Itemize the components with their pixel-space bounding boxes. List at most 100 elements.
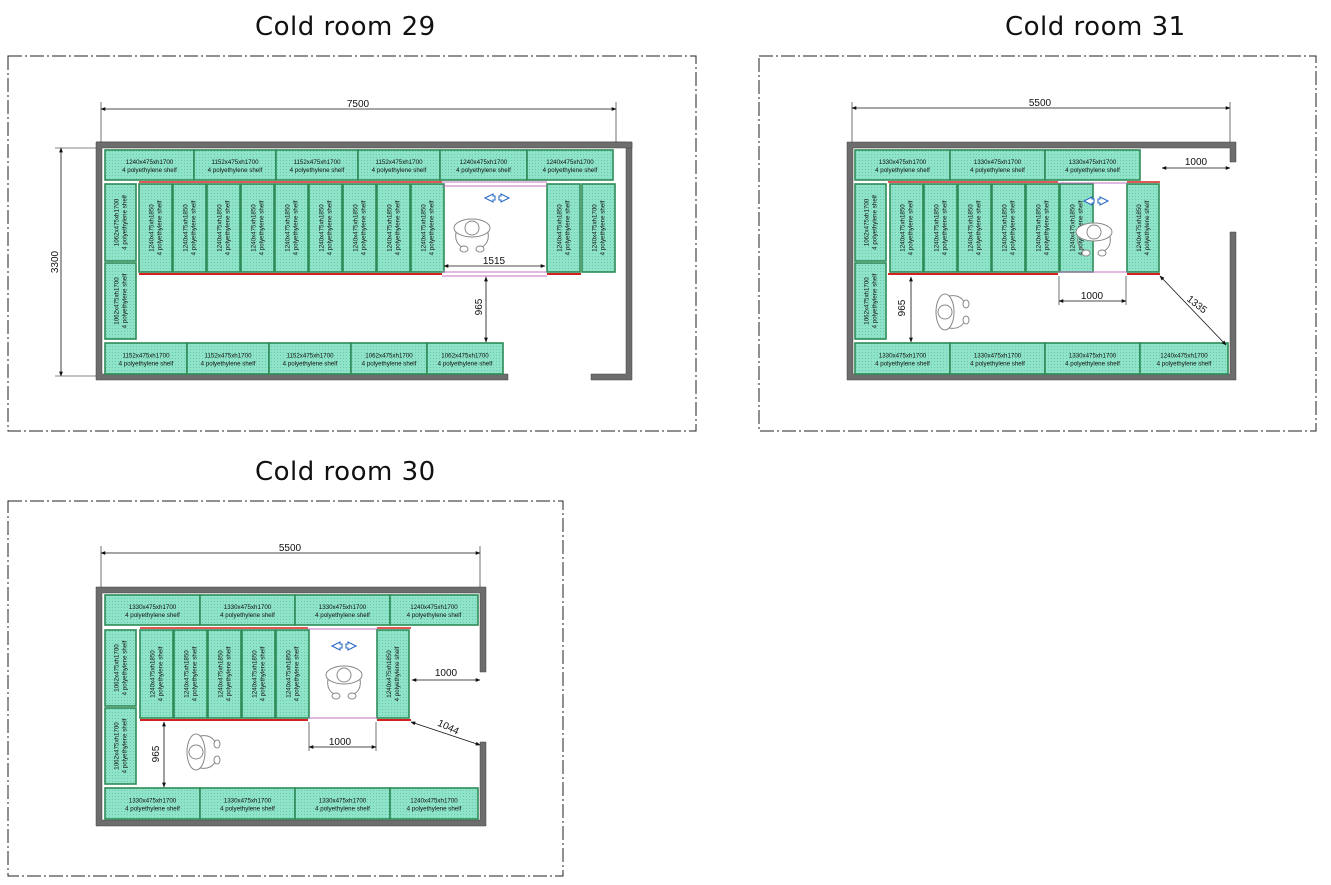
room-31-bottom-shelf-4-shelf-label: 4 polyethylene shelf: [1157, 361, 1212, 368]
room-30-left-shelf-2-size-label: 1062x475xh1700: [114, 722, 121, 770]
room-31-frame: [758, 55, 1317, 432]
room-31-mobile-shelf-7-size-label: 1240x475xh1850: [1136, 204, 1143, 252]
room-29-mobile-shelf-3-shelf-label: 4 polyethylene shelf: [225, 200, 232, 255]
room-31-top-shelf-1-size-label: 1330x475xh1700: [879, 159, 927, 166]
room-30-frame: [7, 500, 564, 877]
room-29-width-dim: 7500: [347, 99, 370, 110]
room-29-top-shelf-5-shelf-label: 4 polyethylene shelf: [456, 167, 511, 174]
room-31-top-shelf-2-shelf-label: 4 polyethylene shelf: [970, 167, 1025, 174]
room-29-operator-icon: [453, 218, 491, 253]
room-29-mobile-shelf-4-shelf-label: 4 polyethylene shelf: [259, 200, 266, 255]
room-29-bottom-shelf-4-shelf-label: 4 polyethylene shelf: [362, 361, 417, 368]
room-29-mobile-shelf-7-size-label: 1240x475xh1850: [353, 204, 360, 252]
room-29-mobile-shelf-6-size-label: 1240x475xh1850: [319, 204, 326, 252]
room-31-mobile-shelf-4-shelf-label: 4 polyethylene shelf: [1010, 200, 1017, 255]
room-29-bottom-shelf-3-size-label: 1152x475xh1700: [286, 353, 334, 360]
room-30-operator-icon: [325, 665, 363, 700]
room-31-top-shelf-3-size-label: 1330x475xh1700: [1069, 159, 1117, 166]
room-30-bottom-shelf-1-size-label: 1330x475xh1700: [129, 798, 177, 805]
room-30-mobile-shelf-6-size-label: 1240x475xh1850: [386, 650, 393, 698]
room-31-title: Cold room 31: [1005, 12, 1186, 42]
room-30-move-arrows-icon: [330, 641, 358, 651]
room-31-left-shelf-1-size-label: 1062x475xh1700: [864, 198, 871, 246]
room-31-mobile-shelf-6-size-label: 1240x475xh1850: [1070, 204, 1077, 252]
room-29-top-shelf-2-size-label: 1152x475xh1700: [211, 159, 259, 166]
room-31-wall-main: [846, 141, 1237, 381]
room-31-mobile-shelf-1-shelf-label: 4 polyethylene shelf: [908, 200, 915, 255]
room-29-left-shelf-2-size-label: 1062x475xh1700: [114, 277, 121, 325]
room-29-top-shelf-2-shelf-label: 4 polyethylene shelf: [208, 167, 263, 174]
room-29-top-shelf-1-size-label: 1240x475xh1700: [126, 159, 174, 166]
room-29-bottom-shelf-3-shelf-label: 4 polyethylene shelf: [283, 361, 338, 368]
room-30-diagonal-line: [410, 721, 481, 746]
room-31-move-arrows-icon: [1082, 196, 1110, 206]
room-31-gap-dim: 1000: [1081, 291, 1104, 302]
room-29-bottom-shelf-2-size-label: 1152x475xh1700: [204, 353, 252, 360]
room-31-mobile-shelf-4-size-label: 1240x475xh1850: [1002, 204, 1009, 252]
room-31-left-shelf-2-size-label: 1062x475xh1700: [864, 277, 871, 325]
room-30-top-shelf-2-size-label: 1330x475xh1700: [224, 604, 272, 611]
room-29-mobile-shelf-5-size-label: 1240x475xh1850: [285, 204, 292, 252]
room-31-mobile-shelf-5-shelf-label: 4 polyethylene shelf: [1044, 200, 1051, 255]
room-31-bottom-shelf-1-shelf-label: 4 polyethylene shelf: [875, 361, 930, 368]
room-29-right-shelf-1-shelf-label: 4 polyethylene shelf: [600, 200, 607, 255]
room-30-wall-main: [95, 586, 487, 827]
room-30-mobile-shelf-5-shelf-label: 4 polyethylene shelf: [294, 646, 301, 701]
room-29-top-shelf-4-shelf-label: 4 polyethylene shelf: [372, 167, 427, 174]
room-29-mobile-shelf-9-size-label: 1240x475xh1850: [421, 204, 428, 252]
room-29-mobile-shelf-8-shelf-label: 4 polyethylene shelf: [395, 200, 402, 255]
room-30-left-shelf-2-shelf-label: 4 polyethylene shelf: [122, 718, 129, 773]
room-29-mobile-shelf-4-size-label: 1240x475xh1850: [251, 204, 258, 252]
room-31-mobile-shelf-3-size-label: 1240x475xh1850: [968, 204, 975, 252]
room-29-mobile-shelf-5-shelf-label: 4 polyethylene shelf: [293, 200, 300, 255]
room-30-top-shelf-2-shelf-label: 4 polyethylene shelf: [220, 612, 275, 619]
room-30-mobile-shelf-4-size-label: 1240x475xh1850: [252, 650, 259, 698]
room-29-left-shelf-2-shelf-label: 4 polyethylene shelf: [122, 273, 129, 328]
room-29-top-shelf-6-shelf-label: 4 polyethylene shelf: [543, 167, 598, 174]
room-30-mobile-shelf-2-shelf-label: 4 polyethylene shelf: [192, 646, 199, 701]
room-31-mobile-shelf-3-shelf-label: 4 polyethylene shelf: [976, 200, 983, 255]
room-29-bottom-shelf-1-shelf-label: 4 polyethylene shelf: [119, 361, 174, 368]
room-30-bottom-shelf-3-shelf-label: 4 polyethylene shelf: [315, 806, 370, 813]
room-29-title: Cold room 29: [255, 12, 436, 42]
room-30-top-shelf-1-shelf-label: 4 polyethylene shelf: [125, 612, 180, 619]
room-30-gap-dim: 1000: [329, 737, 352, 748]
room-29-mobile-shelf-10-shelf-label: 4 polyethylene shelf: [565, 200, 572, 255]
room-31-diagonal-dim: 1335: [1184, 294, 1209, 317]
room-29-mobile-shelf-7-shelf-label: 4 polyethylene shelf: [361, 200, 368, 255]
room-29-left-shelf-1-shelf-label: 4 polyethylene shelf: [122, 195, 129, 250]
room-31-bottom-shelf-4-size-label: 1240x475xh1700: [1160, 353, 1208, 360]
room-30-left-shelf-1-shelf-label: 4 polyethylene shelf: [122, 640, 129, 695]
